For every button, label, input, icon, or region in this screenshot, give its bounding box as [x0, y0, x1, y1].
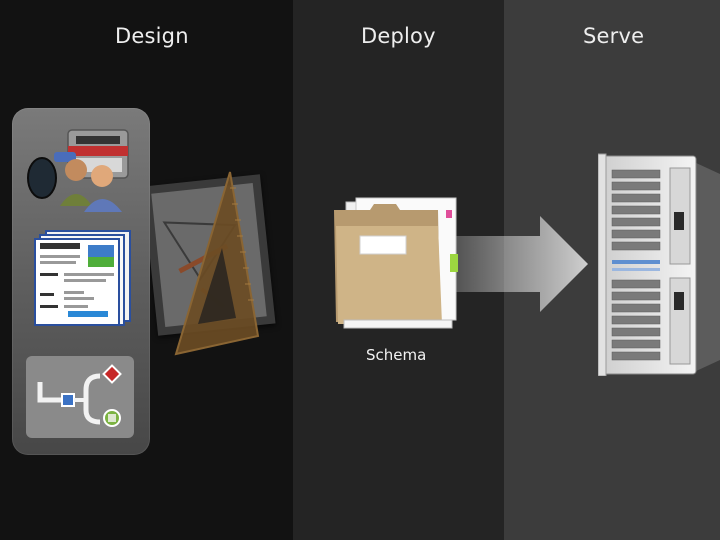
workflow-icon — [26, 356, 134, 438]
documents-icon — [34, 230, 131, 326]
server-rack-icon — [598, 153, 720, 376]
schema-label: Schema — [366, 346, 427, 364]
arrow-right-icon — [436, 216, 588, 312]
triangle-ruler-icon — [174, 171, 260, 356]
design-heading: Design — [115, 24, 189, 48]
deploy-heading: Deploy — [361, 24, 436, 48]
serve-heading: Serve — [583, 24, 645, 48]
folder-icon — [334, 197, 458, 329]
users-tools-icon — [27, 129, 129, 212]
